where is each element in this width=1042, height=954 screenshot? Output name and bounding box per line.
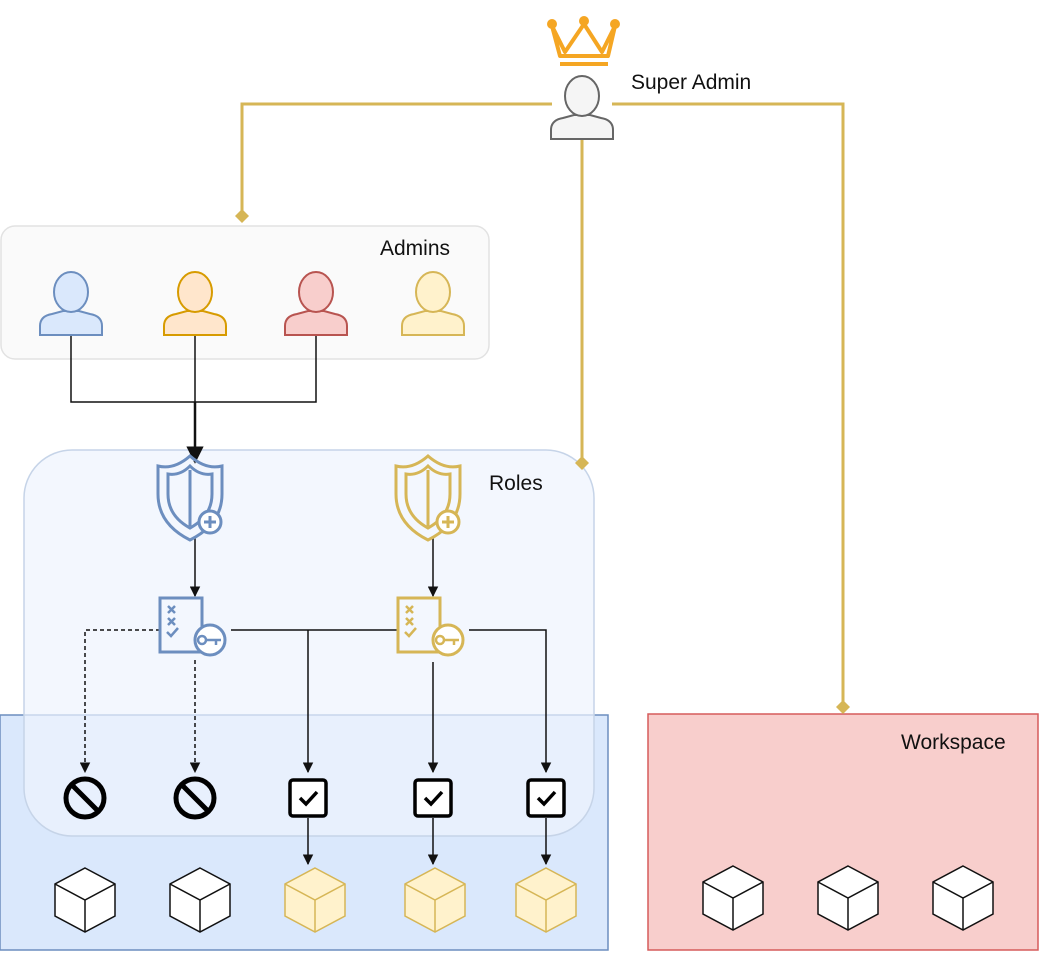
roles-label: Roles	[489, 472, 543, 495]
workspace-label: Workspace	[901, 731, 1006, 754]
admins-connector-diamond	[235, 209, 249, 223]
crown-icon	[547, 16, 620, 66]
super-admin-connectors	[240, 102, 845, 706]
workspace-connector-diamond	[836, 700, 850, 714]
roles-connector-diamond	[575, 456, 589, 470]
role-to-policy-arrows	[189, 536, 439, 598]
denied-connectors	[79, 629, 201, 774]
super-admin-label: Super Admin	[631, 71, 751, 94]
admins-label: Admins	[380, 237, 450, 260]
allowed-connectors	[231, 629, 552, 774]
workspace-resources-row	[702, 865, 994, 931]
permission-to-resource-arrows	[302, 818, 552, 866]
permission-allowed-icon	[526, 778, 566, 818]
admins-group-box	[0, 225, 490, 360]
admin-to-role-connectors	[70, 336, 317, 464]
super-admin-to-workspace-line	[612, 102, 845, 706]
permission-allowed-icon	[288, 778, 328, 818]
super-admin-to-admins-line	[240, 102, 552, 216]
roles-group-box	[23, 449, 595, 837]
super-admin-person-icon	[550, 75, 614, 140]
permission-allowed-icon	[413, 778, 453, 818]
